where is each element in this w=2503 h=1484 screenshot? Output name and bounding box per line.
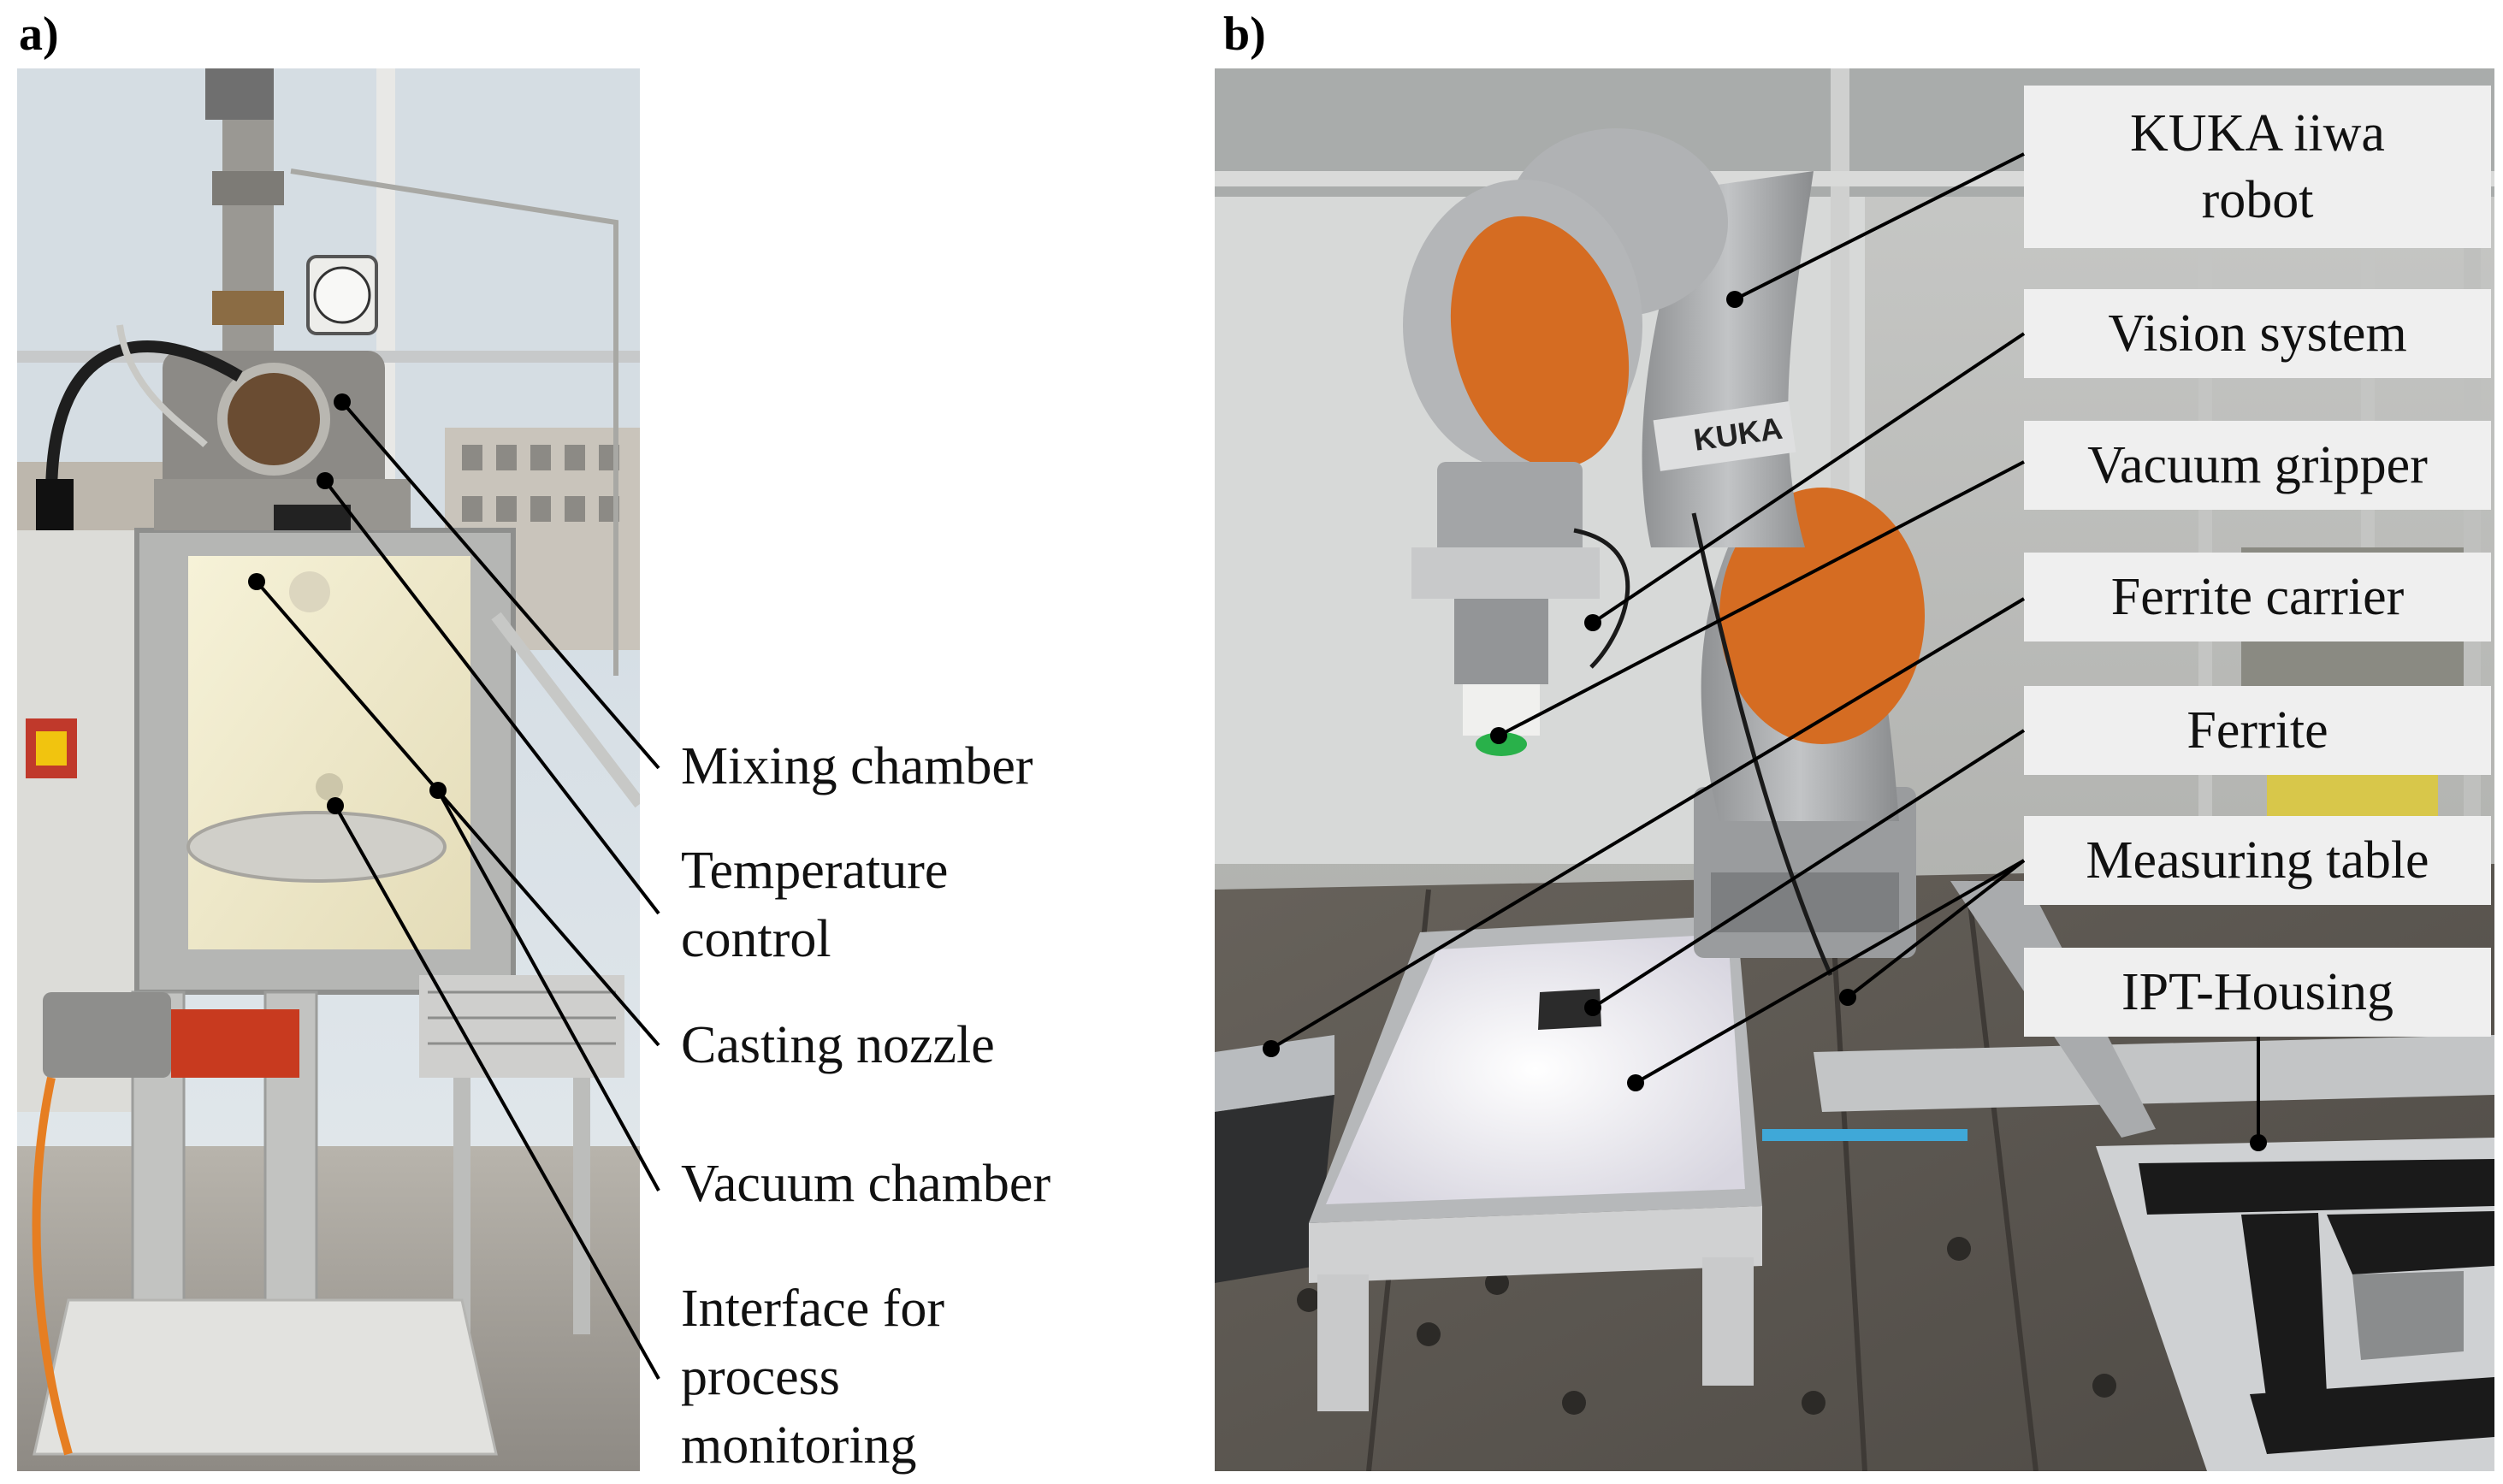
leader-dot bbox=[1839, 989, 1856, 1006]
robot-cell-illustration: KUKA bbox=[1215, 68, 2494, 1471]
callout-mixing-chamber: Mixing chamber bbox=[681, 732, 1033, 801]
photo-vacuum-casting-system bbox=[17, 68, 640, 1471]
leader-ferrite bbox=[1591, 729, 2026, 1009]
leader-dot bbox=[1263, 1040, 1280, 1057]
label-vacuum-gripper: Vacuum gripper bbox=[2024, 421, 2491, 510]
label-line: KUKA iiwa bbox=[2130, 104, 2385, 163]
label-ipt-housing: IPT-Housing bbox=[2024, 948, 2491, 1037]
leader-dot bbox=[327, 797, 344, 814]
callout-temperature-control: Temperature control bbox=[681, 837, 948, 973]
label-line: Ferrite carrier bbox=[2110, 568, 2405, 626]
label-line: IPT-Housing bbox=[2121, 963, 2394, 1021]
vacuum-casting-illustration bbox=[17, 68, 640, 1471]
leader-kuka-robot bbox=[1734, 152, 2025, 301]
label-ferrite: Ferrite bbox=[2024, 686, 2491, 775]
callout-line: Vacuum chamber bbox=[681, 1155, 1051, 1213]
leader-dot bbox=[1627, 1074, 1644, 1091]
callout-line: Casting nozzle bbox=[681, 1016, 995, 1074]
callout-line: monitoring bbox=[681, 1416, 917, 1475]
leader-dot bbox=[2250, 1134, 2267, 1151]
photo-robot-cell: KUKA bbox=[1215, 68, 2494, 1471]
label-line: Measuring table bbox=[2086, 831, 2429, 890]
callout-line: Mixing chamber bbox=[681, 737, 1033, 795]
label-line: Ferrite bbox=[2186, 701, 2328, 760]
leader-dot bbox=[1490, 727, 1507, 744]
leader-temperature-control bbox=[323, 479, 660, 915]
label-vision-system: Vision system bbox=[2024, 289, 2491, 378]
leader-vacuum-gripper bbox=[1498, 460, 2025, 737]
leader-measuring-table-1 bbox=[1635, 859, 2025, 1085]
label-kuka-iiwa-robot: KUKA iiwa robot bbox=[2024, 86, 2491, 248]
leader-dot bbox=[1584, 999, 1601, 1016]
leader-measuring-table-2 bbox=[1846, 859, 2026, 999]
label-line: robot bbox=[2201, 171, 2314, 229]
leader-mixing-chamber bbox=[340, 400, 660, 770]
panel-a-label: a) bbox=[19, 8, 59, 61]
leader-dot bbox=[317, 472, 334, 489]
leader-dot bbox=[334, 393, 351, 411]
leader-interface-process-monitoring bbox=[334, 805, 660, 1380]
callout-casting-nozzle: Casting nozzle bbox=[681, 1011, 995, 1079]
callout-line: process bbox=[681, 1348, 840, 1406]
callout-line: Temperature bbox=[681, 842, 949, 900]
label-ferrite-carrier: Ferrite carrier bbox=[2024, 553, 2491, 641]
leader-ferrite-carrier bbox=[1269, 597, 2026, 1050]
panel-b-label: b) bbox=[1223, 8, 1266, 61]
leader-dot bbox=[429, 782, 447, 799]
label-measuring-table: Measuring table bbox=[2024, 816, 2491, 905]
label-line: Vacuum gripper bbox=[2087, 436, 2428, 494]
leader-vision-system bbox=[1591, 332, 2026, 624]
leader-dot bbox=[1584, 614, 1601, 631]
callout-line: control bbox=[681, 910, 831, 968]
label-line: Vision system bbox=[2108, 304, 2407, 363]
callout-line: Interface for bbox=[681, 1280, 945, 1338]
leader-casting-nozzle bbox=[255, 580, 660, 1047]
leader-vacuum-chamber bbox=[436, 789, 660, 1191]
callout-interface-process-monitoring: Interface for process monitoring bbox=[681, 1274, 944, 1480]
callout-vacuum-chamber: Vacuum chamber bbox=[681, 1150, 1050, 1218]
leader-dot bbox=[1726, 291, 1743, 308]
leader-dot bbox=[248, 573, 265, 590]
